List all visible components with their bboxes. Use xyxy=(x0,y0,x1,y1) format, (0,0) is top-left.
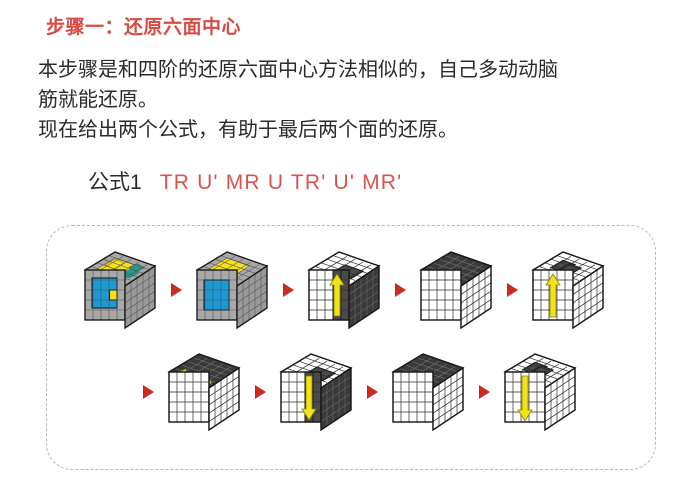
triangle-right-icon xyxy=(366,385,378,399)
sequence-row-1 xyxy=(77,244,611,336)
diagram-container xyxy=(46,225,656,470)
cube-3-svg xyxy=(307,251,381,330)
cube-5-right-face xyxy=(572,264,604,330)
step-cube-8 xyxy=(385,346,471,438)
connector-arrow-5 xyxy=(247,385,273,399)
cube-4 xyxy=(413,244,499,336)
page-title: 步骤一：还原六面中心 xyxy=(46,17,242,38)
cube-1 xyxy=(77,244,163,336)
step-cube-5 xyxy=(525,244,611,336)
connector-arrow-3 xyxy=(387,283,413,297)
connector-arrow-4 xyxy=(499,283,525,297)
step-cube-1 xyxy=(77,244,163,336)
step-cube-4 xyxy=(413,244,499,336)
triangle-right-icon xyxy=(478,385,490,399)
formula-label: 公式1 xyxy=(88,171,142,194)
body-line-1: 本步骤是和四阶的还原六面中心方法相似的，自己多动动脑 xyxy=(38,59,558,81)
cube-4-front-face xyxy=(420,269,462,321)
cube-5-front-face xyxy=(532,269,574,321)
cube-8-svg xyxy=(391,353,465,432)
cube-2 xyxy=(189,244,275,336)
cube-8-front-face xyxy=(392,371,434,423)
body-line-2: 筋就能还原。 xyxy=(38,89,158,111)
cube-9-right-face xyxy=(544,366,576,432)
step-cube-7 xyxy=(273,346,359,438)
cube-1-right-face xyxy=(124,264,156,330)
cube-8 xyxy=(385,346,471,438)
cube-3-arrow-up-icon xyxy=(329,273,345,317)
cube-6-right-face xyxy=(208,366,240,432)
cube-9 xyxy=(497,346,583,438)
connector-arrow-7 xyxy=(471,385,497,399)
connector-arrow-6 xyxy=(359,385,385,399)
cube-6 xyxy=(161,346,247,438)
cube-9-svg xyxy=(503,353,577,432)
cube-7-svg xyxy=(279,353,353,432)
cube-5-arrow-up-icon xyxy=(545,273,561,318)
formula-row: 公式1 TR U' MR U TR' U' MR' xyxy=(88,166,402,196)
cube-6-front-face xyxy=(168,371,210,423)
cube-3 xyxy=(301,244,387,336)
cube-2-right-face xyxy=(236,264,268,330)
cube-4-right-face xyxy=(460,264,492,330)
cube-2-front-face xyxy=(196,269,238,321)
triangle-right-icon xyxy=(394,283,406,297)
cube-7-right-face xyxy=(320,366,352,432)
cube-7 xyxy=(273,346,359,438)
cube-4-svg xyxy=(419,251,493,330)
cube-6-svg xyxy=(167,353,241,432)
cube-3-right-face xyxy=(348,264,380,330)
formula-value: TR U' MR U TR' U' MR' xyxy=(159,171,403,194)
cube-7-front-face xyxy=(280,371,322,423)
cube-5 xyxy=(525,244,611,336)
triangle-right-icon xyxy=(254,385,266,399)
triangle-right-icon xyxy=(506,283,518,297)
cube-5-svg xyxy=(531,251,605,330)
cube-3-front-face xyxy=(308,269,350,321)
sequence-row-2 xyxy=(135,346,583,438)
body-text: 本步骤是和四阶的还原六面中心方法相似的，自己多动动脑 筋就能还原。 现在给出两个… xyxy=(38,55,654,145)
cube-2-svg xyxy=(195,251,269,330)
triangle-right-icon xyxy=(142,385,154,399)
triangle-right-icon xyxy=(282,283,294,297)
cube-1-svg xyxy=(83,251,157,330)
step-cube-2 xyxy=(189,244,275,336)
step-cube-3 xyxy=(301,244,387,336)
body-line-3: 现在给出两个公式，有助于最后两个面的还原。 xyxy=(38,119,458,141)
connector-arrow-row2-lead xyxy=(135,385,161,399)
step-cube-9 xyxy=(497,346,583,438)
cube-8-right-face xyxy=(432,366,464,432)
connector-arrow-2 xyxy=(275,283,301,297)
cube-9-front-face xyxy=(504,371,546,423)
cube-1-front-face xyxy=(84,269,126,321)
step-cube-6 xyxy=(161,346,247,438)
cube-7-arrow-down-icon xyxy=(301,375,317,421)
connector-arrow-1 xyxy=(163,283,189,297)
cube-9-arrow-down-icon xyxy=(517,375,533,422)
triangle-right-icon xyxy=(170,283,182,297)
